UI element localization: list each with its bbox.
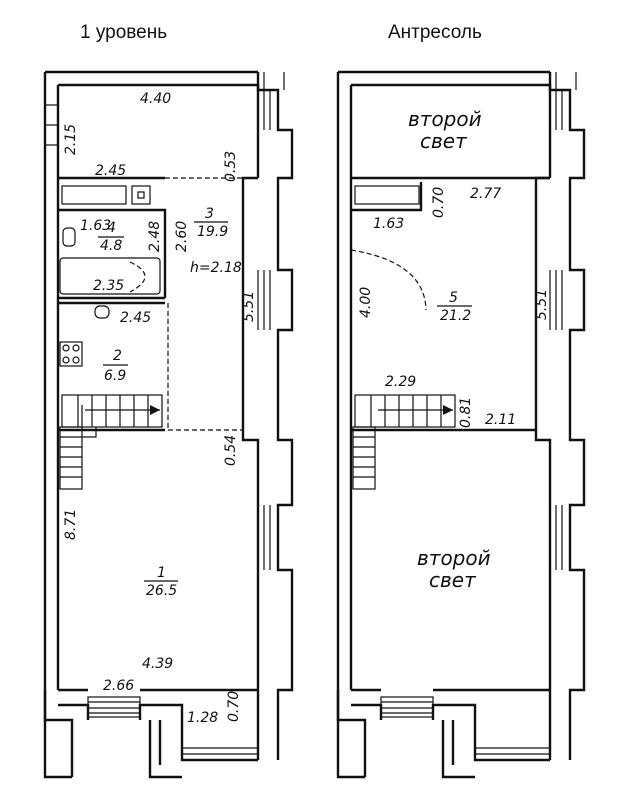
level1-room-labels: 3 19.9 4 4.8 2 6.9 1 26.5 h=2.18 bbox=[98, 206, 242, 599]
room-5-number: 5 bbox=[449, 290, 458, 306]
mdim-2-29: 2.29 bbox=[385, 374, 416, 390]
dim-0-54: 0.54 bbox=[223, 435, 239, 466]
room-5-area: 21.2 bbox=[440, 308, 471, 324]
ceiling-height-label: h=2.18 bbox=[190, 260, 242, 276]
dim-8-71: 8.71 bbox=[63, 509, 79, 540]
dim-2-60: 2.60 bbox=[174, 221, 190, 252]
room-1-area: 26.5 bbox=[146, 583, 177, 599]
dim-0-53: 0.53 bbox=[223, 151, 239, 182]
dim-5-51: 5.51 bbox=[241, 291, 257, 322]
room-4-number: 4 bbox=[107, 220, 116, 236]
second-light-top-line2: свет bbox=[420, 129, 468, 153]
level1-title: 1 уровень bbox=[80, 22, 168, 43]
mdim-0-81: 0.81 bbox=[458, 397, 474, 428]
mdim-0-70: 0.70 bbox=[431, 187, 447, 218]
dim-2-66: 2.66 bbox=[103, 678, 134, 694]
level1-plan: 3 19.9 4 4.8 2 6.9 1 26.5 h=2.18 4.40 2.… bbox=[43, 70, 294, 779]
dim-2-45-mid: 2.45 bbox=[120, 310, 151, 326]
dim-1-28: 1.28 bbox=[187, 710, 218, 726]
room-2-number: 2 bbox=[113, 348, 122, 364]
dim-2-45-top: 2.45 bbox=[95, 163, 126, 179]
mezzanine-plan: второй свет второй свет 5 21.2 0.70 2.77… bbox=[336, 70, 586, 779]
second-light-bottom-line1: второй bbox=[417, 546, 491, 570]
dim-4-40: 4.40 bbox=[140, 91, 171, 107]
level1-walls bbox=[43, 70, 294, 779]
mdim-1-63: 1.63 bbox=[373, 216, 404, 232]
mezzanine-partitions bbox=[350, 176, 550, 432]
second-light-bottom-line2: свет bbox=[429, 568, 477, 592]
mdim-5-51: 5.51 bbox=[534, 289, 550, 320]
dim-4-39: 4.39 bbox=[142, 656, 173, 672]
room-4-area: 4.8 bbox=[100, 238, 122, 254]
dim-1-63: 1.63 bbox=[80, 218, 111, 234]
dim-2-48: 2.48 bbox=[147, 221, 163, 252]
mezzanine-title: Антресоль bbox=[388, 22, 482, 43]
mezzanine-labels: второй свет второй свет 5 21.2 bbox=[408, 107, 491, 592]
mdim-2-77: 2.77 bbox=[470, 186, 501, 202]
dim-0-70: 0.70 bbox=[226, 691, 242, 722]
mezzanine-staircase bbox=[352, 394, 456, 490]
room-3-area: 19.9 bbox=[197, 224, 228, 240]
room-3-number: 3 bbox=[205, 206, 214, 222]
second-light-top-line1: второй bbox=[408, 107, 482, 131]
level1-partitions bbox=[58, 176, 243, 432]
dim-2-35: 2.35 bbox=[93, 278, 124, 294]
room-2-area: 6.9 bbox=[104, 368, 126, 384]
mdim-2-11: 2.11 bbox=[485, 412, 516, 428]
mdim-4-00: 4.00 bbox=[358, 287, 374, 318]
dim-2-15: 2.15 bbox=[63, 124, 79, 155]
mezzanine-dimensions: 0.70 2.77 1.63 4.00 5.51 2.29 0.81 2.11 bbox=[358, 186, 550, 428]
level1-staircase bbox=[59, 394, 163, 490]
level1-dimensions: 4.40 2.15 2.45 0.53 1.63 2.48 2.60 2.35 … bbox=[63, 91, 257, 726]
room-1-number: 1 bbox=[157, 565, 166, 581]
